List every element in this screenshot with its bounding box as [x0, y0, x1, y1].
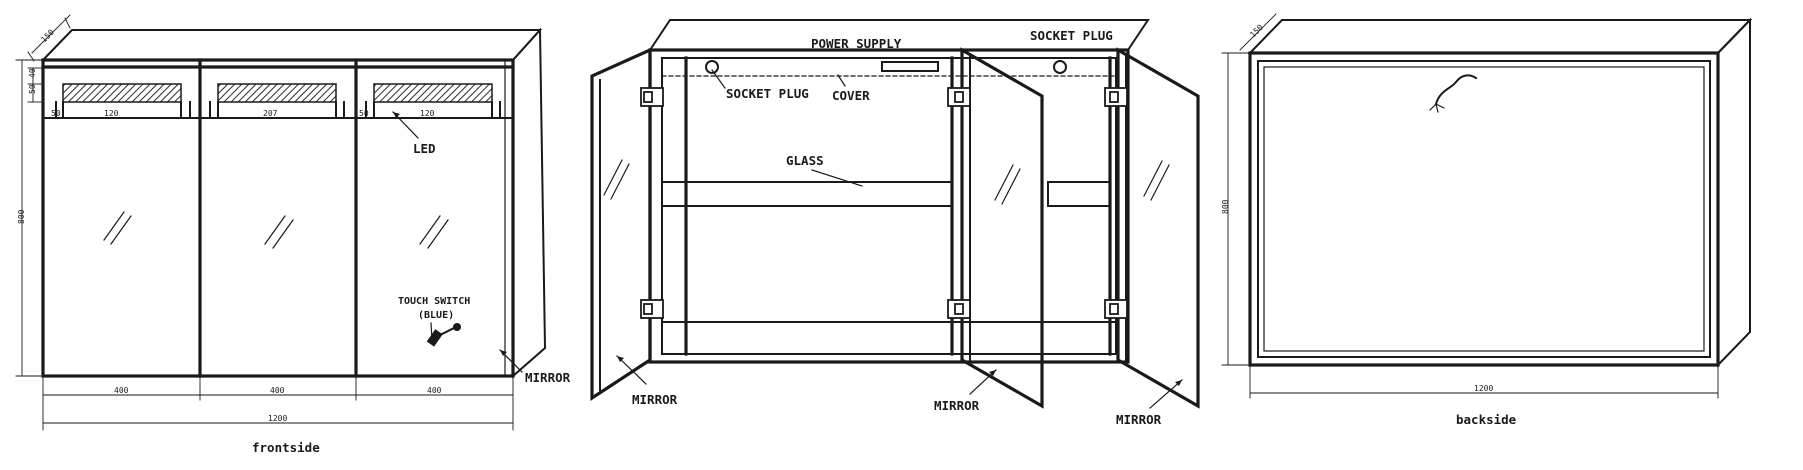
inside-mirror-pointer: [1149, 379, 1183, 409]
right-door: [1116, 47, 1200, 409]
front-mirror-arrowhead: [500, 350, 507, 356]
touch-switch-label: TOUCH SWITCH: [398, 296, 470, 307]
inside-mirror-center-label: MIRROR: [934, 398, 980, 413]
glass-label: GLASS: [786, 153, 824, 168]
socket-plug-right-icon: [1053, 60, 1067, 74]
power-supply-label: POWER SUPPLY: [811, 36, 902, 51]
inside-mirror-arrowhead: [989, 370, 996, 376]
led-height-label: 40: [28, 68, 37, 78]
front-side-face: [512, 27, 547, 379]
power-cable-end: [1429, 103, 1445, 113]
front-depth-dimension-line: [31, 14, 71, 54]
backside-caption: backside: [1456, 412, 1517, 427]
frontside-caption: frontside: [252, 440, 320, 455]
led-strip-1: [62, 83, 182, 103]
led-dim-label: 50: [51, 109, 61, 118]
led-bracket: [491, 101, 501, 119]
power-cable-icon: [1434, 74, 1478, 106]
front-depth-tick: [64, 17, 71, 29]
led-bracket: [55, 101, 64, 119]
right-door-glare: [1143, 160, 1170, 201]
led-dim-label: 120: [420, 109, 435, 118]
back-side-face: [1717, 17, 1751, 368]
front-height-label: 800: [17, 209, 26, 224]
back-depth-label: 150: [1248, 23, 1265, 40]
center-door-glare: [994, 164, 1021, 205]
inside-mirror-arrowhead: [617, 356, 624, 362]
cover-label: COVER: [832, 88, 870, 103]
led-strip-3: [373, 83, 493, 103]
glass-shelf-left: [661, 181, 953, 207]
back-inner-outline: [1257, 60, 1711, 358]
led-dim-label: 207: [263, 109, 278, 118]
inside-mirror-pointer: [616, 355, 647, 385]
led-height-label: 50: [28, 84, 37, 94]
left-door-glare: [603, 159, 630, 200]
inside-base: [661, 321, 1117, 355]
led-bracket: [335, 101, 345, 119]
inside-mirror-right-label: MIRROR: [1116, 412, 1162, 427]
back-panel: [1263, 66, 1705, 352]
inside-mirror-left-label: MIRROR: [632, 392, 678, 407]
hinge-icon: [640, 87, 1128, 319]
led-dim-label: 50: [359, 109, 369, 118]
led-bracket: [180, 101, 191, 119]
glass-pointer: [811, 169, 863, 187]
total-width-label: 1200: [268, 414, 287, 423]
door-width-label: 400: [270, 386, 285, 395]
center-door: [960, 47, 1044, 409]
led-label: LED: [413, 141, 436, 156]
front-top-face: [40, 29, 543, 61]
power-supply-box: [881, 61, 939, 72]
door-width-label: 400: [427, 386, 442, 395]
led-strip-2: [217, 83, 337, 103]
cover-pointer: [837, 74, 846, 87]
touch-switch-icon: [426, 323, 461, 347]
back-top-face: [1247, 19, 1753, 54]
back-width-label: 1200: [1474, 384, 1493, 393]
led-bracket: [365, 101, 375, 119]
socket-plug-left-icon: [705, 60, 719, 74]
led-bracket: [209, 101, 219, 119]
front-mirror-label: MIRROR: [525, 370, 571, 385]
back-outer-outline: [1248, 51, 1720, 367]
left-door: [590, 47, 652, 401]
front-cabinet-outline: [41, 58, 515, 378]
back-depth-dimension-line: [1239, 13, 1277, 51]
led-arrowhead: [393, 112, 400, 118]
inside-view: POWER SUPPLY SOCKET PLUG SOCKET PLUG COV…: [590, 19, 1200, 427]
front-view: 50 120 207 50 120 LED TOUCH SWITCH (BLUE…: [15, 14, 571, 455]
touch-switch-color-label: (BLUE): [418, 310, 454, 321]
inside-mirror-arrowhead: [1175, 380, 1182, 386]
socket-plug-pointer: [711, 69, 726, 89]
led-dim-label: 120: [104, 109, 119, 118]
mirror-glare-marks: [103, 211, 449, 249]
front-depth-label: 150: [39, 28, 56, 45]
back-view: 150 800 1200 backside: [1221, 13, 1753, 427]
socket-plug-right-label: SOCKET PLUG: [1030, 28, 1113, 43]
socket-plug-left-label: SOCKET PLUG: [726, 86, 809, 101]
back-height-label: 800: [1221, 199, 1230, 214]
door-width-label: 400: [114, 386, 129, 395]
front-depth-tick: [27, 51, 35, 62]
glass-shelf-right: [1047, 181, 1111, 207]
